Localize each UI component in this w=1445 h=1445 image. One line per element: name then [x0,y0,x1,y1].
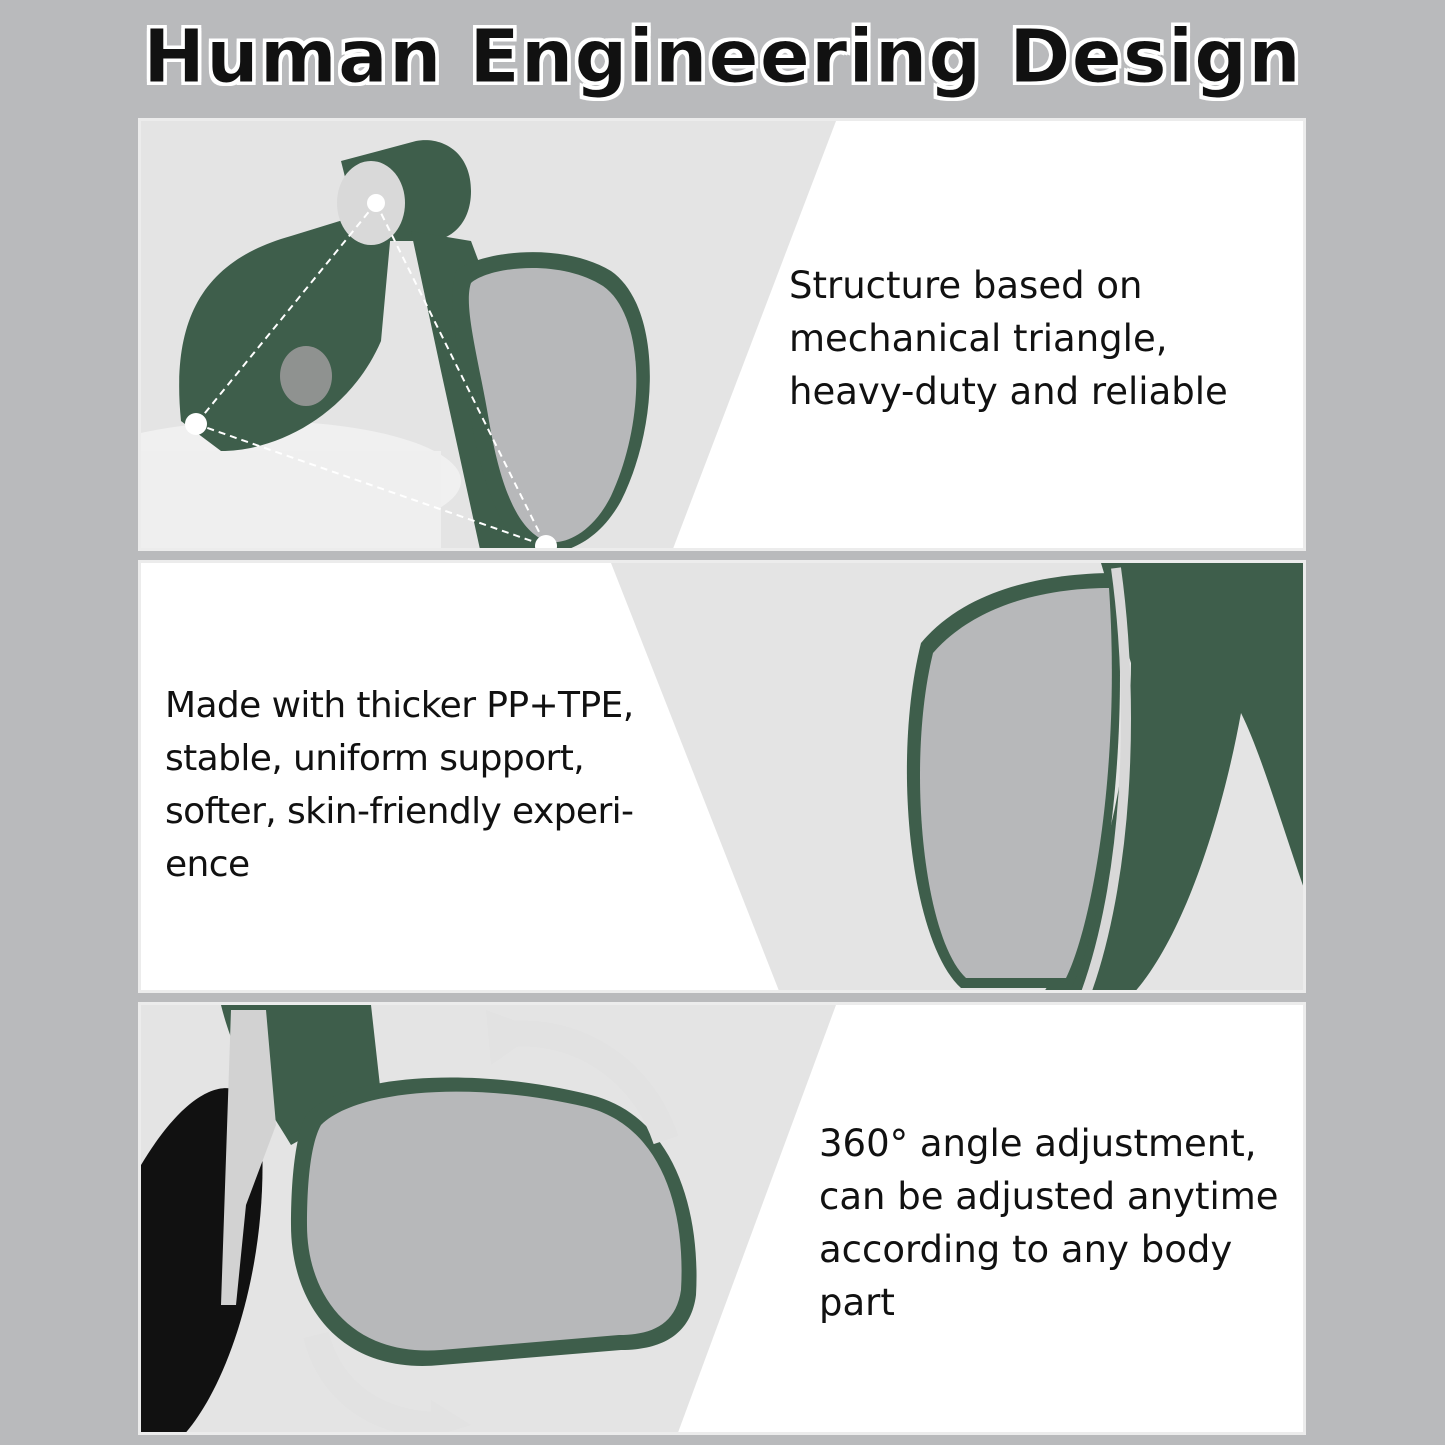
feature-panel-triangle: Structure based on mechanical triangle, … [138,118,1306,551]
product-image-material [611,563,1303,990]
feature-panel-material: Made with thicker PP+TPE, stable, unifor… [138,560,1306,993]
page-title: Human Engineering Design [143,14,1302,101]
feature-caption: Structure based on mechanical triangle, … [789,264,1228,413]
feature-caption: Made with thicker PP+TPE, stable, unifor… [165,685,634,885]
feature-caption: 360° angle adjustment, can be adjusted a… [819,1122,1279,1324]
product-image-triangle [141,121,836,548]
product-image-rotation [141,1005,836,1432]
feature-panel-rotation: 360° angle adjustment, can be adjusted a… [138,1002,1306,1435]
